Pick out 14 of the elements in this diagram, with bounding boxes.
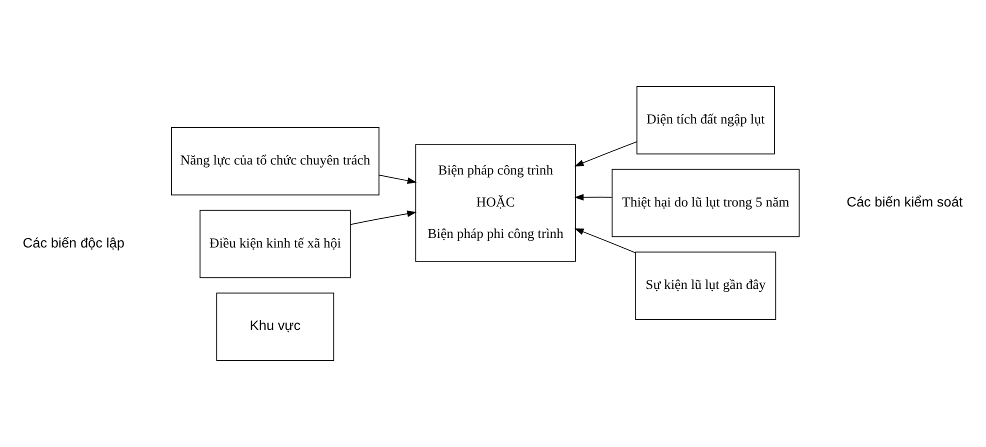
arrow [350,210,417,225]
arrow [574,141,638,166]
label: Các biến kiểm soát [846,194,963,210]
node-box: Khu vực [216,292,334,362]
arrow [574,194,612,201]
arrow [378,174,417,184]
arrow [574,228,636,254]
node-box: Biện pháp công trình HOẶC Biện pháp phi công trình [415,144,576,262]
label: Các biến độc lập [22,235,124,250]
node-box: Diện tích đất ngập lụt [636,86,775,154]
node-box: Thiệt hại do lũ lụt trong 5 năm [612,168,800,238]
node-box: Năng lực của tổ chức chuyên trách [171,126,380,196]
node-box: Sự kiện lũ lụt gần đây [635,252,776,320]
node-box: Điều kiện kinh tế xã hội [200,210,351,278]
